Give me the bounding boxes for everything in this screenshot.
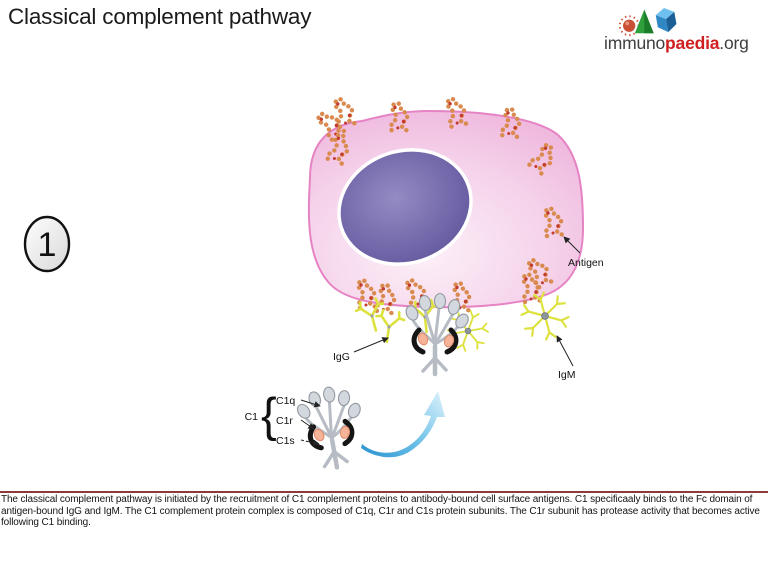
c1-complex-free [292, 382, 372, 473]
caption-text: The classical complement pathway is init… [1, 494, 760, 528]
c1-label: C1 [245, 411, 259, 423]
igm-label-group: IgM [556, 335, 576, 381]
recruitment-arrow [361, 391, 445, 458]
c1-legend: C1 { C1q C1r C1s [245, 388, 321, 447]
cell [307, 109, 585, 309]
logo-text: immunopaedia.org [604, 33, 760, 53]
c1q-label: C1q [276, 395, 295, 407]
c1s-label: C1s [276, 435, 295, 447]
antigen-label: Antigen [568, 257, 604, 269]
igm-label: IgM [558, 369, 576, 381]
logo-org: .org [719, 33, 749, 53]
igg-label: IgG [333, 351, 350, 363]
page-title: Classical complement pathway [8, 4, 312, 29]
red-divider [0, 491, 768, 493]
step-number: 1 [38, 226, 57, 264]
step-number-badge: 1 [23, 215, 71, 273]
c1r-label: C1r [276, 415, 293, 427]
igg-label-group: IgG [333, 337, 389, 363]
nucleus [337, 148, 473, 266]
logo-paedia: paedia [665, 33, 720, 53]
logo-immuno: immuno [604, 33, 666, 53]
antigen-label-group: Antigen [563, 236, 604, 269]
immunopaedia-logo[interactable]: immunopaedia.org [604, 4, 760, 53]
logo-mark-icon [618, 7, 677, 37]
c1-brace: { [261, 388, 277, 441]
